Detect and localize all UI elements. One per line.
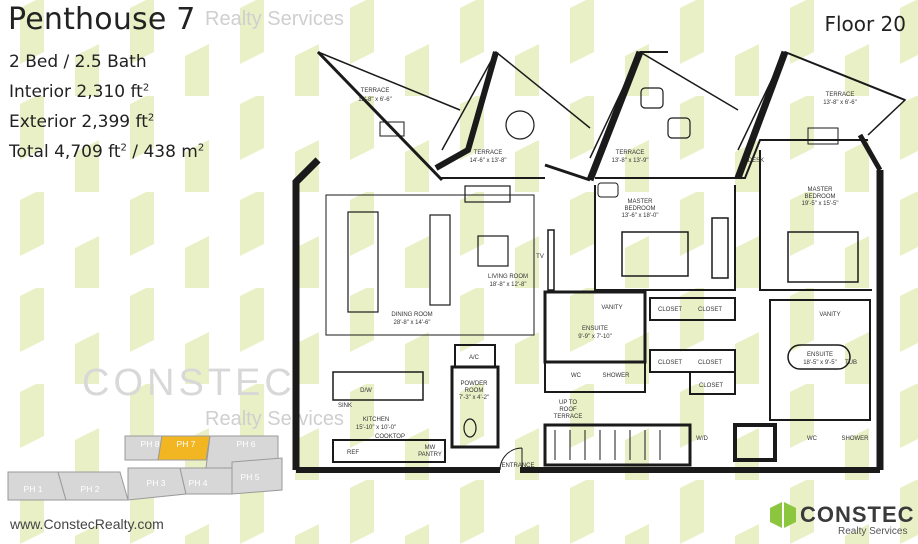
- terrace-1-dimensions: 13'-8" x 6'-6": [358, 97, 392, 103]
- dining-room-label: DINING ROOM: [391, 312, 432, 318]
- master-bedroom-2-label: MASTER: [807, 187, 833, 193]
- keyplan-label: PH 5: [241, 472, 260, 482]
- ensuite-2-label: ENSUITE: [807, 352, 833, 358]
- master-bedroom-1-label: MASTER: [627, 199, 653, 205]
- closet-label: CLOSET: [658, 307, 682, 313]
- master-bedroom-1-dimensions: 13'-6" x 18'-0": [622, 213, 659, 219]
- exterior-area-value: Exterior 2,399 ft: [9, 112, 148, 132]
- closet-label: CLOSET: [698, 360, 722, 366]
- total-area-value: Total 4,709 ft: [9, 142, 121, 162]
- terrace-2-label: TERRACE: [474, 150, 503, 156]
- tub-label: TUB: [845, 360, 857, 366]
- terrace-3-label: TERRACE: [616, 150, 645, 156]
- kitchen-dimensions: 15'-10" x 10'-0": [356, 425, 396, 431]
- closet-label: CLOSET: [698, 307, 722, 313]
- watermark-realty-services: Realty Services: [205, 8, 344, 30]
- shower-1-label: SHOWER: [603, 373, 631, 379]
- exterior-area: Exterior 2,399 ft2: [9, 112, 154, 132]
- wd-label: W/D: [696, 436, 708, 442]
- kitchen-label: KITCHEN: [363, 417, 389, 423]
- tv-label: TV: [536, 254, 544, 260]
- keyplan-label: PH 3: [147, 478, 166, 488]
- wc-2-label: WC: [807, 436, 818, 442]
- dining-room-dimensions: 28'-8" x 14'-6": [394, 320, 431, 326]
- logo-subtitle: Realty Services: [838, 526, 908, 537]
- keyplan-label: PH 6: [237, 439, 256, 449]
- sup: 2: [147, 112, 155, 124]
- watermark-realty-services: Realty Services: [205, 408, 344, 430]
- sup: 2: [197, 142, 205, 154]
- logo-wordmark: CONSTEC: [800, 502, 915, 527]
- living-room-dimensions: 18'-8" x 12'-8": [490, 282, 527, 288]
- keyplan-unit-ph7: [157, 435, 211, 461]
- terrace-4-label: TERRACE: [826, 92, 855, 98]
- living-room-label: LIVING ROOM: [488, 274, 528, 280]
- floor-label: Floor 20: [824, 12, 906, 36]
- ref-label: REF: [347, 450, 359, 456]
- interior-area-value: Interior 2,310 ft: [9, 82, 143, 102]
- mw-label: MW: [425, 445, 436, 451]
- cooktop-label: COOKTOP: [375, 434, 405, 440]
- keyplan-label: PH 2: [81, 484, 100, 494]
- constec-logo-icon: [770, 502, 796, 528]
- total-area-metric: / 438 m: [126, 142, 198, 162]
- keyplan-label: PH 1: [24, 484, 43, 494]
- master-bedroom-2-label-b: BEDROOM: [804, 194, 835, 200]
- keyplan-label: PH 4: [189, 478, 208, 488]
- ensuite-2-dimensions: 18'-5" x 9'-5": [803, 360, 837, 366]
- interior-area: Interior 2,310 ft2: [9, 82, 149, 102]
- wc-1-label: WC: [571, 373, 582, 379]
- keyplan-label: PH 8: [141, 439, 160, 449]
- ensuite-1-dimensions: 9'-9" x 7'-10": [578, 334, 612, 340]
- website-link[interactable]: www.ConstecRealty.com: [10, 516, 164, 532]
- ac-label: A/C: [469, 355, 480, 361]
- roof-terrace-label-1: UP TO: [559, 400, 577, 406]
- desk-label: DESK: [748, 158, 764, 164]
- terrace-2-dimensions: 14'-6" x 13'-8": [470, 158, 507, 164]
- shower-2-label: SHOWER: [842, 436, 870, 442]
- ensuite-1-label: ENSUITE: [582, 326, 608, 332]
- pantry-label: PANTRY: [418, 452, 442, 458]
- unit-title: Penthouse 7: [8, 2, 196, 37]
- vanity-2-label: VANITY: [819, 312, 840, 318]
- vanity-1-label: VANITY: [601, 305, 622, 311]
- keyplan-unit-ph5: [231, 457, 283, 495]
- entrance-label: ENTRANCE: [501, 463, 534, 469]
- terrace-4-dimensions: 13'-8" x 6'-6": [823, 100, 857, 106]
- master-bedroom-1-label-b: BEDROOM: [624, 206, 655, 212]
- closet-label: CLOSET: [658, 360, 682, 366]
- beds-baths: 2 Bed / 2.5 Bath: [9, 52, 147, 72]
- terrace-3-dimensions: 13'-8" x 13'-9": [612, 158, 649, 164]
- master-bedroom-2-dimensions: 19'-5" x 15'-5": [802, 201, 839, 207]
- sup: 2: [120, 142, 127, 154]
- roof-terrace-label-3: TERRACE: [554, 414, 583, 420]
- powder-room-dimensions: 7'-3" x 4'-2": [459, 395, 489, 401]
- terrace-1-label: TERRACE: [361, 88, 390, 94]
- watermark-constec: CONSTEC: [82, 362, 296, 404]
- total-area: Total 4,709 ft2 / 438 m2: [9, 142, 204, 162]
- sup: 2: [142, 82, 150, 94]
- sink-label: SINK: [338, 403, 352, 409]
- dw-label: D/W: [360, 388, 372, 394]
- closet-label: CLOSET: [699, 383, 723, 389]
- powder-room-label: POWDER: [461, 381, 489, 387]
- powder-room-label-b: ROOM: [465, 388, 484, 394]
- roof-terrace-label-2: ROOF: [559, 407, 577, 413]
- keyplan-label: PH 7: [177, 439, 196, 449]
